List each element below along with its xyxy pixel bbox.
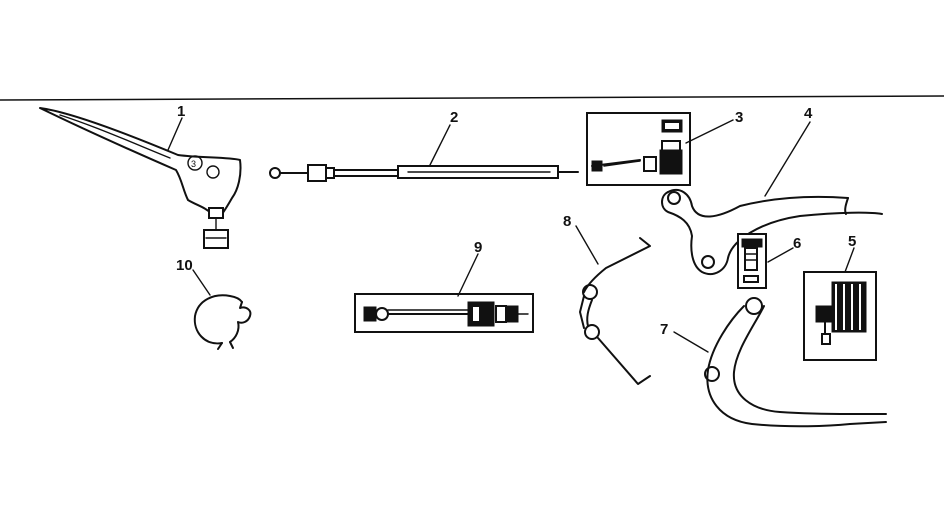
part-9-adjuster-assembly <box>354 293 534 333</box>
part-10-spring-clip <box>193 294 252 350</box>
callout-2: 2 <box>450 109 458 126</box>
callout-3: 3 <box>735 109 743 126</box>
leader-10 <box>192 269 211 296</box>
leader-1 <box>167 117 183 151</box>
callout-7: 7 <box>660 321 668 338</box>
callout-8: 8 <box>563 213 571 230</box>
leader-3 <box>685 119 734 144</box>
callout-10: 10 <box>176 257 193 274</box>
top-rule <box>0 95 944 101</box>
callout-6: 6 <box>793 235 801 252</box>
part-7-caliper-arm-lower <box>704 297 887 428</box>
leader-2 <box>429 124 451 166</box>
part-3-hardware-kit <box>586 112 691 186</box>
leader-8 <box>575 225 599 265</box>
part-4-caliper-arm <box>661 188 883 276</box>
part-1-brake-lever: 3 <box>39 107 242 249</box>
part-2-brake-cable <box>269 164 579 182</box>
part-5-brake-shoe <box>803 271 877 361</box>
part-8-return-spring <box>579 237 651 385</box>
leader-7 <box>673 331 709 353</box>
leader-5 <box>844 247 855 273</box>
callout-5: 5 <box>848 233 856 250</box>
callout-9: 9 <box>474 239 482 256</box>
part-6-pivot-bolt <box>737 233 767 289</box>
part-1-lever-number: 3 <box>191 159 196 169</box>
callout-1: 1 <box>177 103 185 120</box>
leader-9 <box>457 253 479 297</box>
leader-6 <box>767 247 794 263</box>
leader-4 <box>764 121 811 197</box>
callout-4: 4 <box>804 105 813 122</box>
